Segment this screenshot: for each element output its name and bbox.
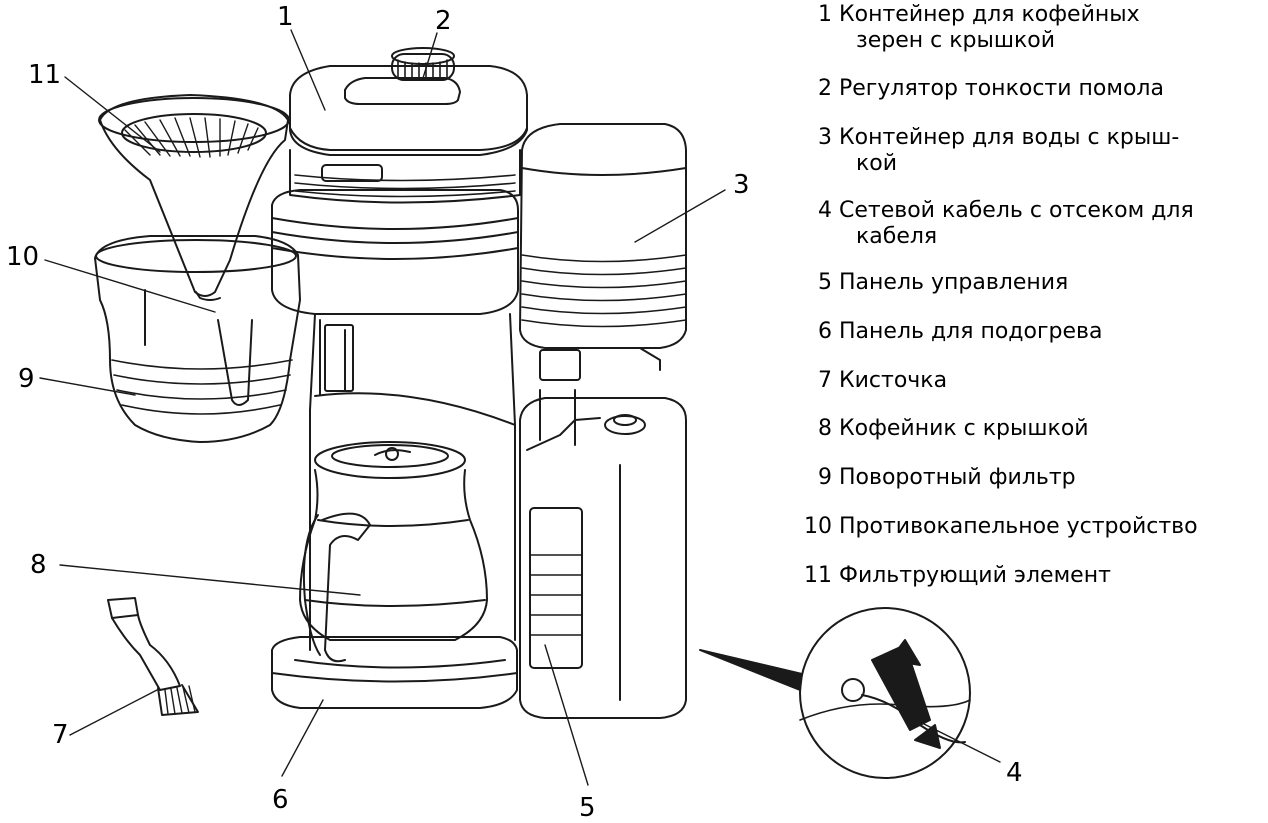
- legend-item-9: 9 Поворотный фильтр: [818, 465, 1076, 491]
- callout-1: 1: [277, 2, 294, 32]
- legend-text-cont: кабеля: [856, 224, 938, 249]
- legend-number: 10: [804, 514, 832, 539]
- carafe: [299, 441, 488, 663]
- warming-plate: [271, 636, 518, 709]
- legend-text: Панель управления: [839, 270, 1069, 295]
- water-tank: [519, 123, 687, 381]
- leader-lines: [39, 29, 1001, 786]
- grind-knob-base: [344, 77, 461, 105]
- legend-item-11: 11 Фильтрующий элемент: [804, 563, 1111, 589]
- legend-text: Противокапельное устройство: [839, 514, 1198, 539]
- callout-11: 11: [28, 60, 62, 90]
- legend-text: Сетевой кабель с отсеком для: [839, 198, 1194, 223]
- legend-text-cont: кой: [856, 151, 898, 176]
- callout-3: 3: [733, 170, 750, 200]
- legend-number: 6: [818, 319, 832, 344]
- legend-number: 9: [818, 465, 832, 490]
- callout-5: 5: [579, 793, 596, 823]
- legend-text: Панель для подогрева: [839, 319, 1103, 344]
- legend-text-cont: зерен с крышкой: [856, 28, 1055, 53]
- filter-holder: [98, 94, 290, 301]
- callout-8: 8: [30, 550, 47, 580]
- callout-9: 9: [18, 364, 35, 394]
- control-panel-housing: [519, 389, 687, 719]
- legend-item-1: 1 Контейнер для кофейных зерен с крышкой: [818, 2, 1140, 54]
- legend-text: Контейнер для кофейных: [839, 2, 1140, 27]
- legend-text: Кисточка: [839, 368, 948, 393]
- legend-item-5: 5 Панель управления: [818, 270, 1068, 296]
- grind-knob: [391, 53, 455, 81]
- brush: [107, 597, 199, 716]
- legend-item-3: 3 Контейнер для воды с крыш- кой: [818, 125, 1179, 177]
- legend-text: Фильтрующий элемент: [839, 563, 1111, 588]
- swivel-filter: [94, 235, 301, 443]
- callout-2: 2: [435, 6, 452, 36]
- machine-body: [271, 47, 528, 709]
- legend-number: 7: [818, 368, 832, 393]
- control-panel: [529, 507, 583, 669]
- legend-item-6: 6 Панель для подогрева: [818, 319, 1102, 345]
- legend-number: 1: [818, 2, 832, 27]
- legend-number: 5: [818, 270, 832, 295]
- legend-text: Кофейник с крышкой: [839, 416, 1089, 441]
- cable-detail: [799, 607, 971, 779]
- legend-text: Поворотный фильтр: [839, 465, 1076, 490]
- callout-7: 7: [52, 720, 69, 750]
- callout-6: 6: [272, 785, 289, 815]
- legend-item-8: 8 Кофейник с крышкой: [818, 416, 1089, 442]
- legend-item-7: 7 Кисточка: [818, 368, 947, 394]
- callout-4: 4: [1006, 758, 1023, 788]
- legend-number: 3: [818, 125, 832, 150]
- legend-item-10: 10 Противокапельное устройство: [804, 514, 1198, 540]
- legend-number: 8: [818, 416, 832, 441]
- legend-number: 11: [804, 563, 832, 588]
- legend-item-2: 2 Регулятор тонкости помола: [818, 76, 1164, 102]
- legend-number: 4: [818, 198, 832, 223]
- legend-text: Регулятор тонкости помола: [839, 76, 1164, 101]
- legend-text: Контейнер для воды с крыш-: [839, 125, 1180, 150]
- cable-detail-pointer: [699, 649, 803, 691]
- legend-item-4: 4 Сетевой кабель с отсеком для кабеля: [818, 198, 1194, 250]
- callout-10: 10: [6, 242, 40, 272]
- legend-number: 2: [818, 76, 832, 101]
